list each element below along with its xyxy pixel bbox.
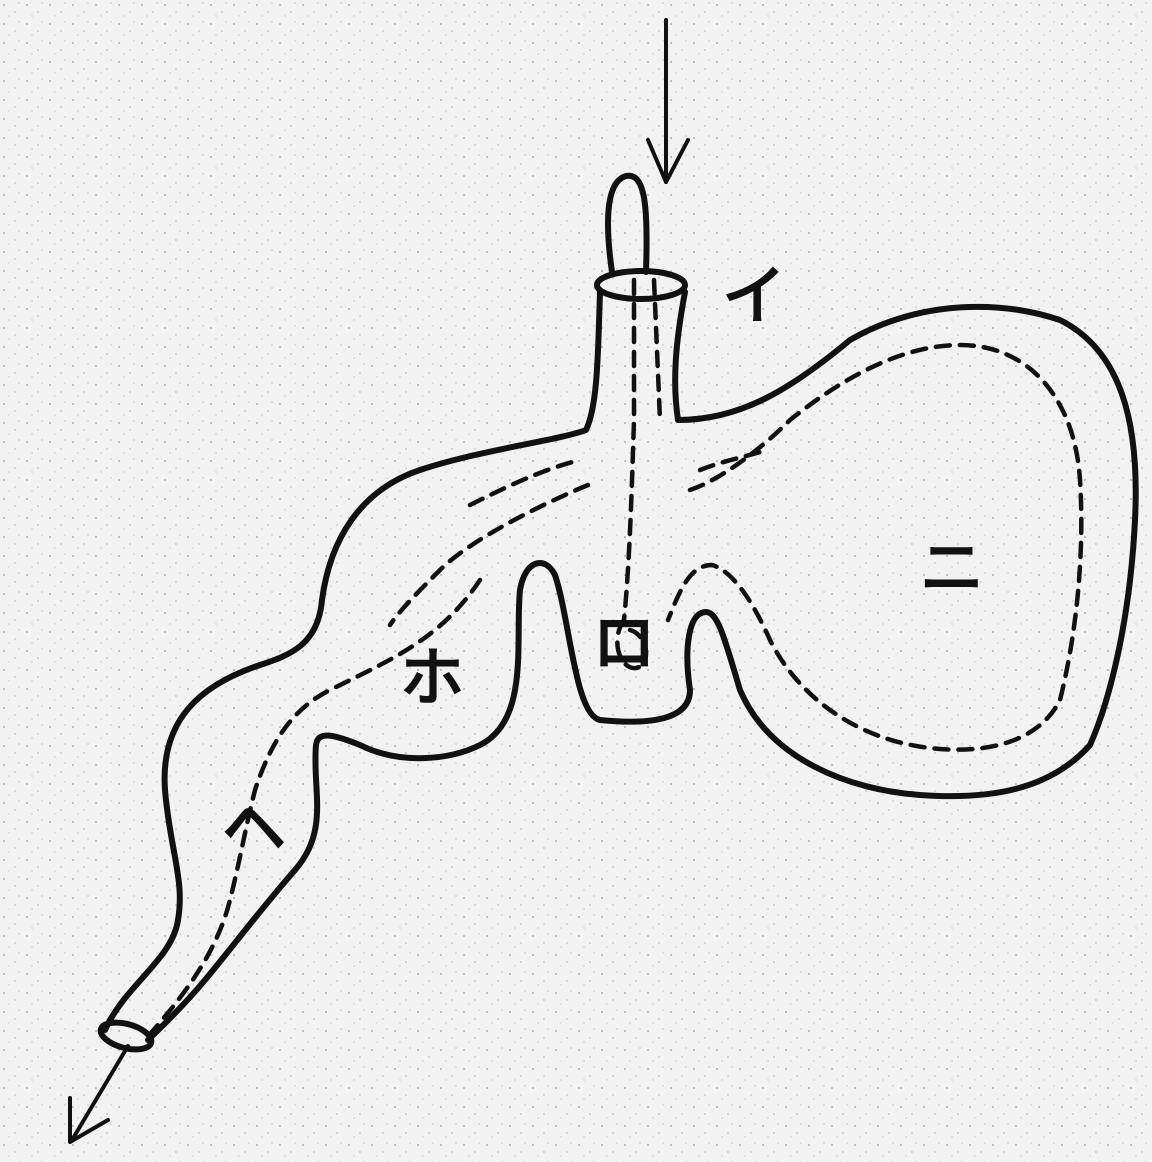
label-ho: ホ [400, 642, 464, 716]
label-he: ヘ [222, 792, 286, 866]
label-ni: ニ [920, 532, 984, 606]
label-i: イ [722, 260, 786, 334]
label-ro: ロ [592, 607, 656, 681]
